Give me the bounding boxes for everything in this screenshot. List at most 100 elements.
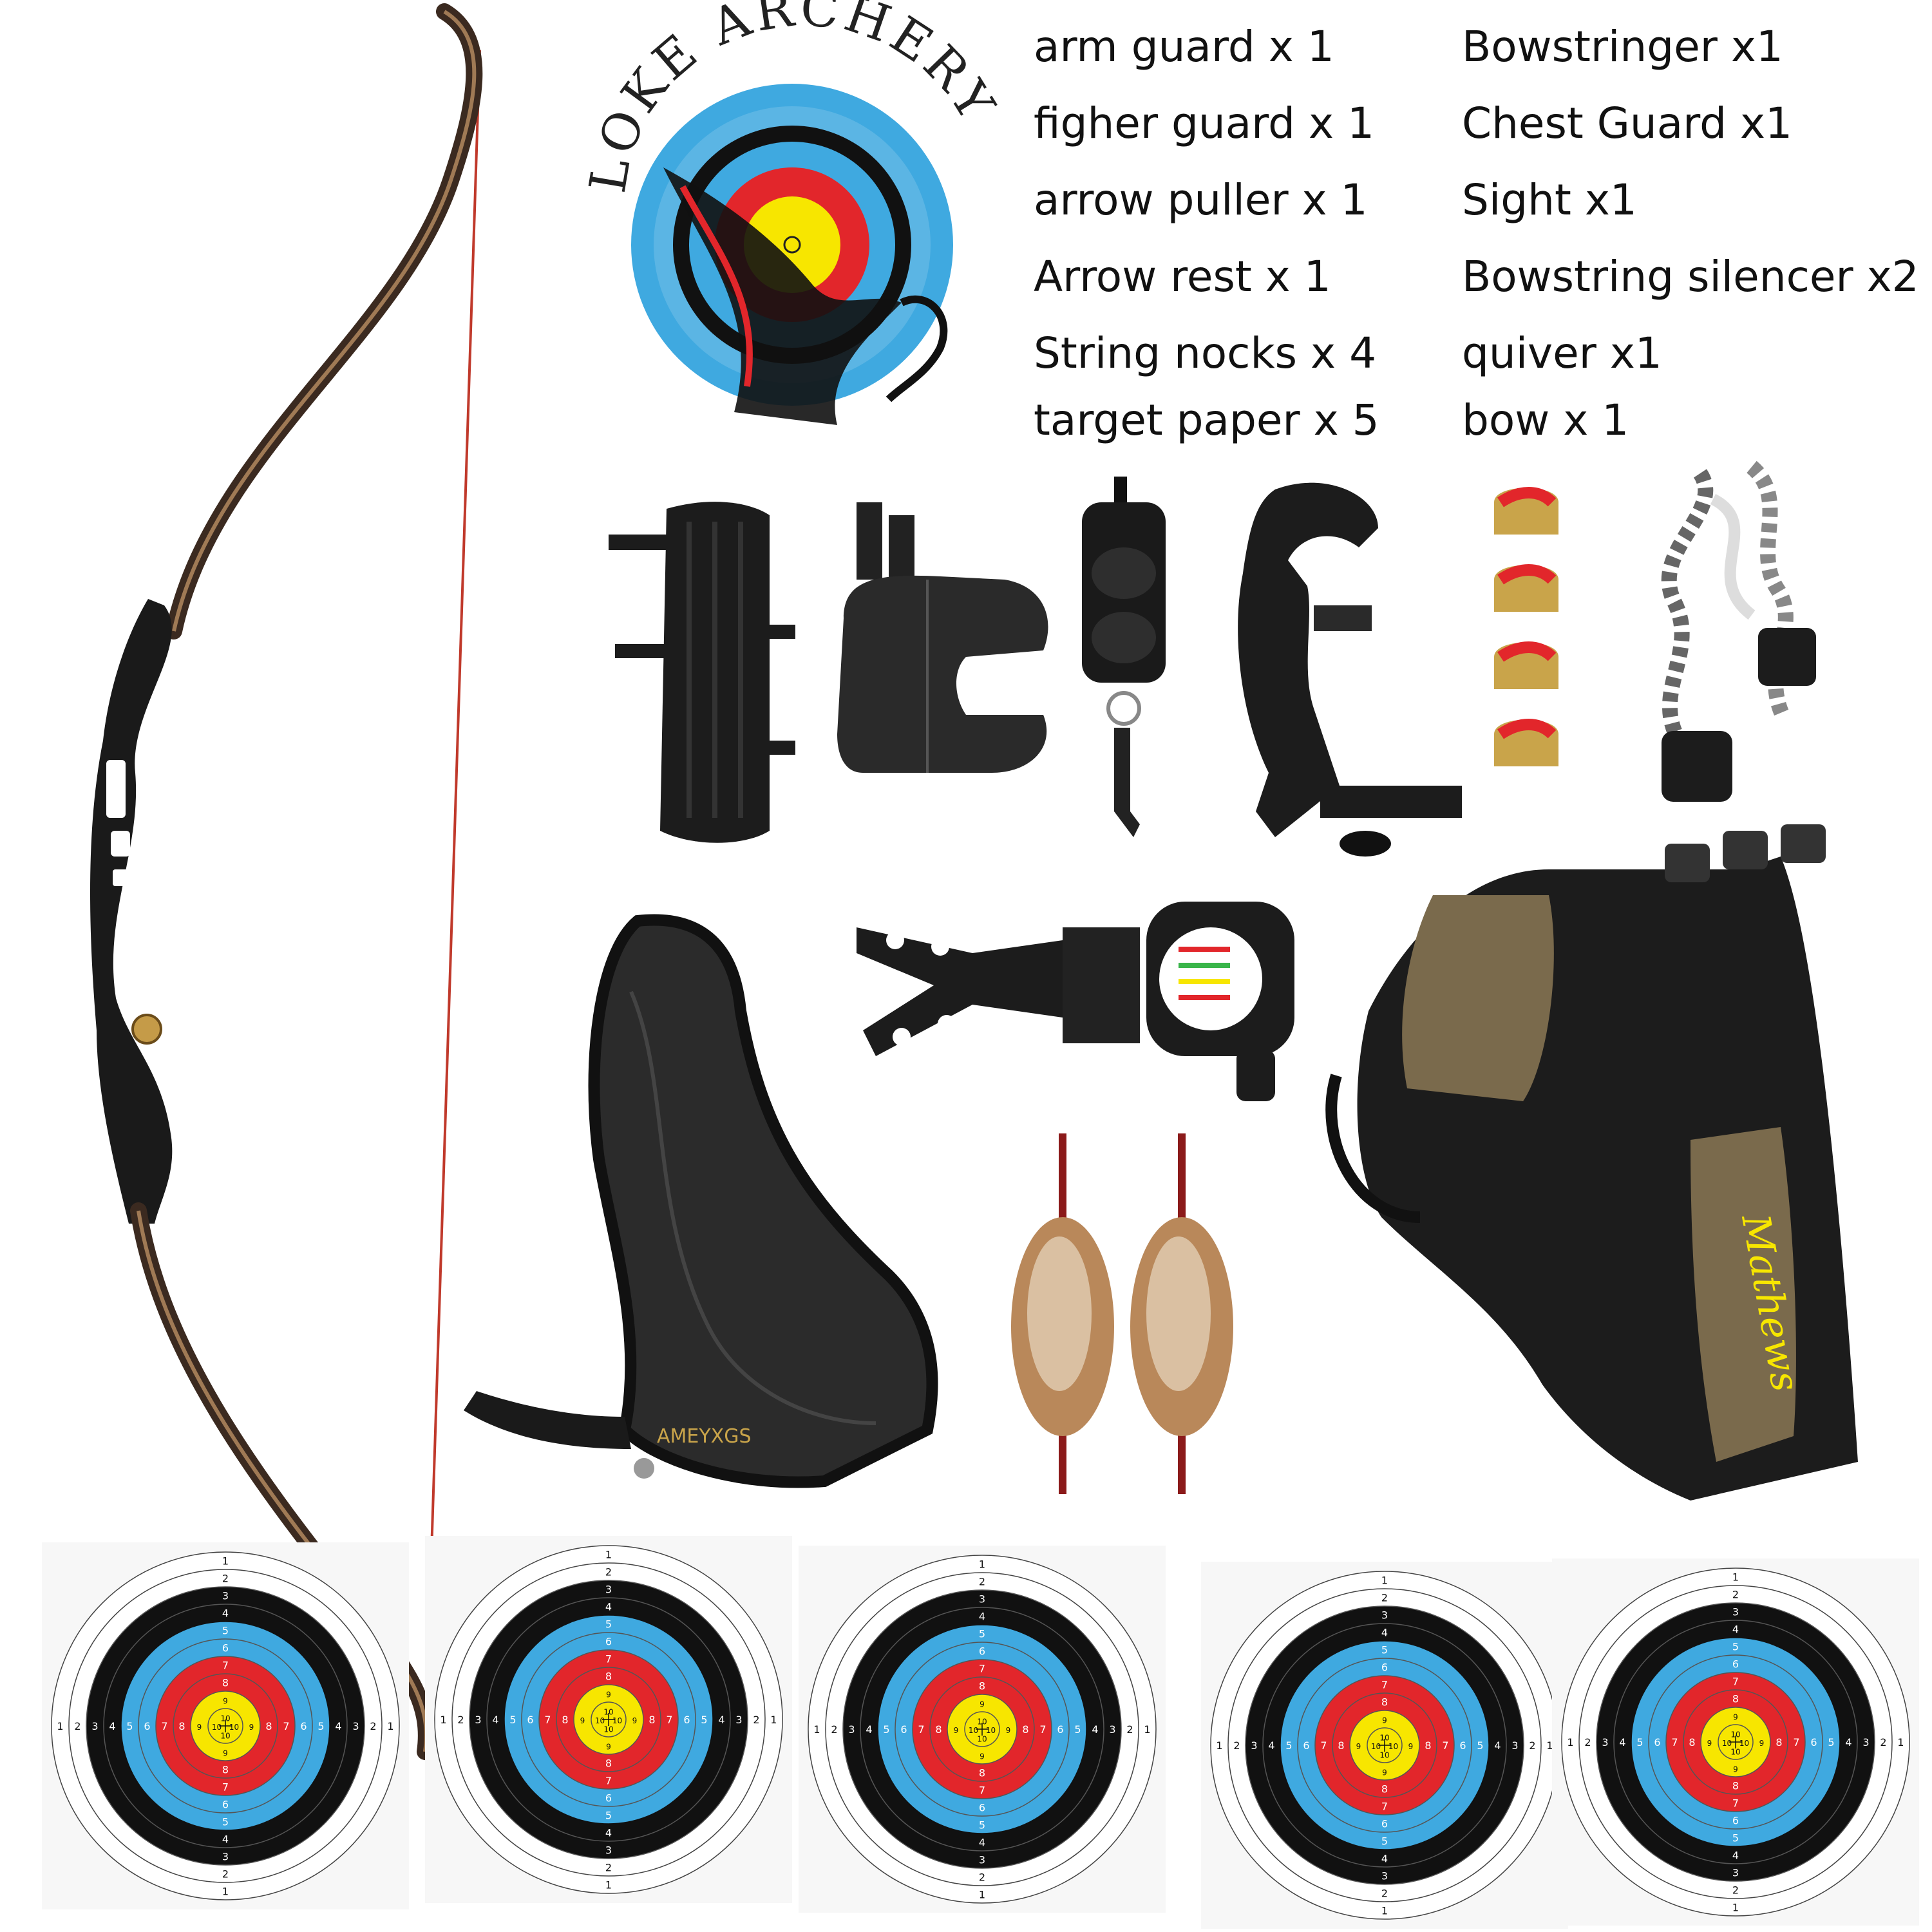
ring-number-label: 7 <box>1039 1723 1046 1736</box>
ring-number-label: 4 <box>1619 1736 1625 1748</box>
ring-number-label: 4 <box>1092 1723 1098 1736</box>
riser-medallion-icon <box>131 1014 162 1045</box>
ring-number-label: 10 <box>1388 1742 1398 1751</box>
contents-list-right: Bowstringer x1 Chest Guard x1 Sight x1 B… <box>1462 26 1919 476</box>
ring-number-label: 10 <box>1722 1739 1732 1748</box>
ring-number-label: 5 <box>1732 1641 1739 1653</box>
ring-number-label: 8 <box>979 1680 985 1692</box>
arrow-puller-image <box>1082 477 1166 837</box>
ring-number-label: 8 <box>222 1677 229 1689</box>
ring-number-label: 2 <box>1732 1589 1739 1601</box>
ring-number-label: 6 <box>1303 1739 1309 1752</box>
ring-number-label: 2 <box>1732 1884 1739 1897</box>
ring-number-label: 1 <box>605 1879 612 1891</box>
ring-number-label: 5 <box>979 1819 985 1832</box>
ring-number-label: 2 <box>74 1720 80 1732</box>
ring-number-label: 7 <box>1320 1739 1327 1752</box>
ring-number-label: 1 <box>770 1714 777 1726</box>
ring-number-label: 7 <box>283 1720 289 1732</box>
string-nocks-image <box>1494 487 1558 766</box>
ring-number-label: 9 <box>580 1716 585 1725</box>
quiver-image: Mathews <box>1325 824 1858 1501</box>
ring-number-label: 6 <box>979 1645 985 1658</box>
ring-number-label: 5 <box>1636 1736 1643 1748</box>
ring-number-label: 2 <box>222 1868 229 1880</box>
ring-number-label: 1 <box>979 1889 985 1901</box>
ring-number-label: 3 <box>1602 1736 1608 1748</box>
list-item: arrow puller x 1 <box>1034 175 1368 225</box>
ring-number-label: 6 <box>222 1642 229 1654</box>
ring-number-label: 1 <box>1732 1571 1739 1584</box>
ring-number-label: 1 <box>222 1886 229 1898</box>
loke-archery-logo: LOKE ARCHERY <box>579 0 1003 425</box>
ring-number-label: 4 <box>335 1720 341 1732</box>
ring-number-label: 10 <box>986 1726 996 1735</box>
bowstringer-image <box>1661 460 1816 802</box>
list-item: Chest Guard x1 <box>1462 99 1793 148</box>
ring-number-label: 3 <box>605 1844 612 1857</box>
list-item: String nocks x 4 <box>1034 328 1377 378</box>
ring-number-label: 10 <box>977 1735 987 1744</box>
ring-number-label: 3 <box>91 1720 98 1732</box>
ring-number-label: 2 <box>831 1723 837 1736</box>
ring-number-label: 8 <box>649 1714 655 1726</box>
bow-riser <box>90 599 173 1224</box>
ring-number-label: 9 <box>223 1749 228 1758</box>
bowstring-silencer-image <box>1011 1133 1233 1494</box>
ring-number-label: 1 <box>1897 1736 1904 1748</box>
ring-number-label: 8 <box>222 1764 229 1776</box>
arrow-rest-image <box>1238 482 1462 857</box>
ring-number-label: 7 <box>544 1714 551 1726</box>
ring-number-label: 2 <box>1126 1723 1133 1736</box>
ring-number-label: 5 <box>317 1720 324 1732</box>
ring-number-label: 6 <box>1732 1658 1739 1671</box>
ring-number-label: 2 <box>1233 1739 1240 1752</box>
ring-number-label: 9 <box>1382 1768 1387 1777</box>
ring-number-label: 10 <box>603 1725 613 1734</box>
ring-number-label: 7 <box>918 1723 924 1736</box>
ring-number-label: 5 <box>979 1628 985 1640</box>
ring-number-label: 9 <box>980 1700 985 1709</box>
ring-number-label: 6 <box>1381 1662 1388 1674</box>
ring-number-label: 9 <box>954 1726 959 1735</box>
arm-guard-image <box>609 502 795 843</box>
ring-number-label: 6 <box>527 1714 533 1726</box>
ring-number-label: 5 <box>1381 1835 1388 1848</box>
ring-number-label: 1 <box>387 1720 393 1732</box>
ring-number-label: 7 <box>1381 1801 1388 1813</box>
ring-number-label: 6 <box>683 1714 690 1726</box>
ring-number-label: 9 <box>980 1752 985 1761</box>
ring-number-label: 4 <box>1845 1736 1852 1748</box>
ring-number-label: 9 <box>1006 1726 1011 1735</box>
ring-number-label: 10 <box>229 1723 239 1732</box>
ring-number-label: 8 <box>562 1714 568 1726</box>
ring-number-label: 7 <box>161 1720 167 1732</box>
list-item: figher guard x 1 <box>1034 99 1375 148</box>
ring-number-label: 1 <box>605 1549 612 1561</box>
ring-number-label: 7 <box>222 1660 229 1672</box>
ring-number-label: 1 <box>813 1723 820 1736</box>
ring-number-label: 6 <box>605 1792 612 1804</box>
chest-guard-image: AMEYXGS <box>464 914 938 1488</box>
ring-number-label: 4 <box>866 1723 872 1736</box>
ring-number-label: 9 <box>1382 1716 1387 1725</box>
ring-number-label: 8 <box>1732 1693 1739 1705</box>
ring-number-label: 1 <box>979 1558 985 1571</box>
ring-number-label: 9 <box>1759 1739 1765 1748</box>
ring-number-label: 10 <box>220 1732 230 1741</box>
ring-number-label: 3 <box>735 1714 742 1726</box>
list-item: Bowstringer x1 <box>1462 22 1783 71</box>
ring-number-label: 3 <box>475 1714 481 1726</box>
ring-number-label: 1 <box>1381 1575 1388 1587</box>
ring-number-label: 3 <box>1862 1736 1869 1748</box>
ring-number-label: 5 <box>1074 1723 1081 1736</box>
ring-number-label: 5 <box>883 1723 889 1736</box>
ring-number-label: 10 <box>969 1726 978 1735</box>
ring-number-label: 10 <box>212 1723 222 1732</box>
ring-number-label: 4 <box>718 1714 724 1726</box>
ring-number-label: 2 <box>1584 1736 1591 1748</box>
ring-number-label: 9 <box>606 1690 611 1700</box>
ring-number-label: 10 <box>1730 1730 1740 1739</box>
